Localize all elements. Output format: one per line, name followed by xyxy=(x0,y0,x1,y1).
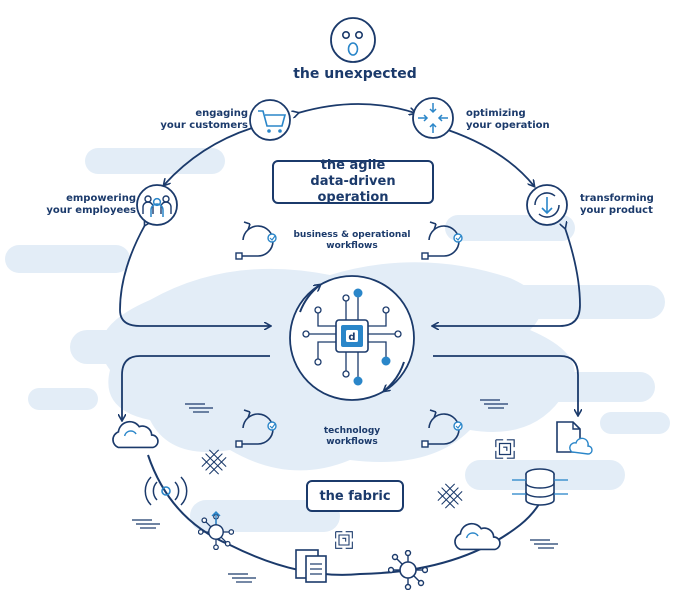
lattice-pattern-icon xyxy=(437,483,463,509)
shopping-cart-icon xyxy=(249,99,291,141)
cloud-icon xyxy=(454,522,501,551)
optimizing-label: optimizing your operation xyxy=(466,108,550,131)
people-group-icon xyxy=(136,184,178,226)
svg-text:d: d xyxy=(348,332,355,343)
converging-arrows-icon xyxy=(412,97,454,139)
database-icon xyxy=(512,468,568,506)
wireless-signal-icon xyxy=(144,476,188,506)
maze-pattern-icon xyxy=(495,439,515,459)
fabric-label: the fabric xyxy=(319,488,391,504)
workflow-cycle-icon xyxy=(235,221,277,260)
engaging-label: engaging your customers xyxy=(160,108,248,131)
surprised-face-icon xyxy=(330,17,376,63)
agile-operation-label: the agile data-driven operation xyxy=(310,158,396,205)
technology-workflows-label: technology workflows xyxy=(323,426,381,447)
agile-operation-box: the agile data-driven operation xyxy=(272,158,434,205)
maze-pattern-icon xyxy=(335,531,353,549)
lattice-pattern-icon xyxy=(201,449,227,475)
documents-icon xyxy=(295,549,327,583)
empowering-label: empowering your employees xyxy=(46,193,136,216)
dash-lines-icon xyxy=(530,539,559,549)
transforming-label: transforming your product xyxy=(580,193,654,216)
cloud-icon xyxy=(112,420,159,449)
outer-loop-arrows xyxy=(120,103,580,420)
network-hub-icon xyxy=(388,550,428,590)
refresh-download-icon xyxy=(526,184,568,226)
fabric-arc xyxy=(147,454,549,576)
the-unexpected-label: the unexpected xyxy=(293,66,417,82)
business-workflows-label: business & operational workflows xyxy=(293,230,411,251)
dash-lines-icon xyxy=(132,519,161,529)
network-hub-icon xyxy=(198,511,234,550)
fabric-box: the fabric xyxy=(306,480,404,512)
dash-lines-icon xyxy=(228,573,257,583)
data-chip-icon: d xyxy=(289,275,415,401)
document-cloud-icon xyxy=(556,421,593,455)
